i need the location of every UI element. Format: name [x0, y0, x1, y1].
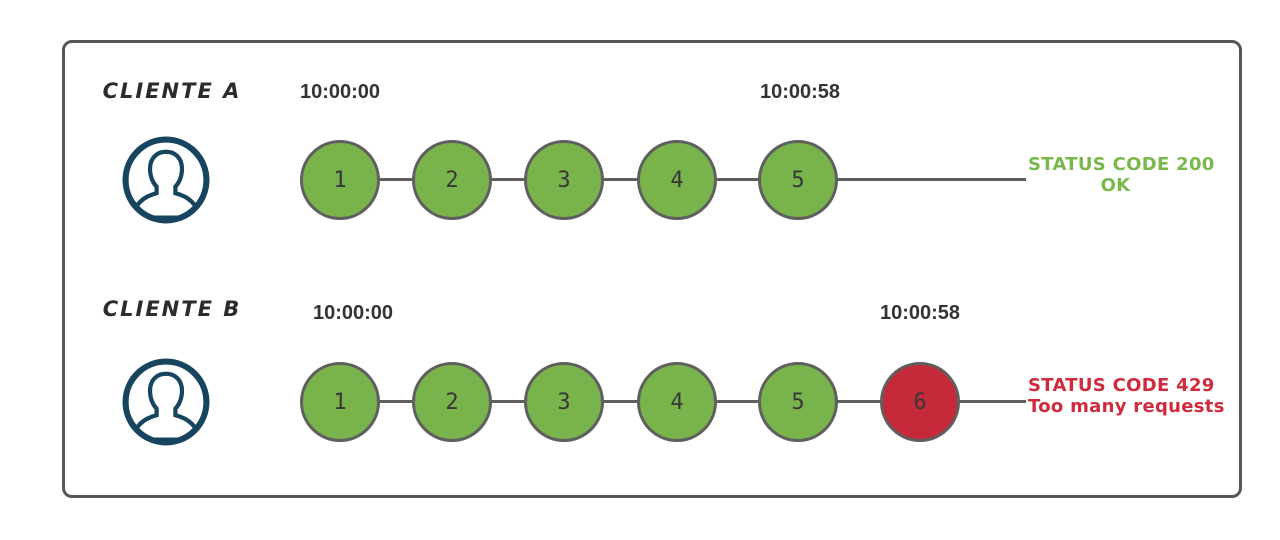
request-circle-3: 3 — [524, 362, 604, 442]
status-a: STATUS CODE 200 OK — [1028, 154, 1215, 196]
status-b-detail: Too many requests — [1028, 396, 1225, 417]
request-circle-2: 2 — [412, 140, 492, 220]
user-icon — [119, 133, 213, 227]
request-circle-6: 6 — [880, 362, 960, 442]
status-b: STATUS CODE 429 Too many requests — [1028, 375, 1225, 417]
user-icon — [119, 355, 213, 449]
request-circle-3: 3 — [524, 140, 604, 220]
request-circle-4: 4 — [637, 362, 717, 442]
timeline-a-end-time: 10:00:58 — [759, 81, 841, 103]
request-circle-1: 1 — [300, 362, 380, 442]
status-a-detail: OK — [1100, 175, 1131, 196]
request-circle-4: 4 — [637, 140, 717, 220]
timeline-b-start-time: 10:00:00 — [312, 302, 394, 324]
client-b-label: CLIENTE B — [102, 297, 242, 321]
request-circle-5: 5 — [758, 140, 838, 220]
status-a-code: STATUS CODE 200 — [1028, 154, 1215, 175]
client-a-label: CLIENTE A — [102, 79, 242, 103]
timeline-b-end-time: 10:00:58 — [879, 302, 961, 324]
request-circle-1: 1 — [300, 140, 380, 220]
request-circle-5: 5 — [758, 362, 838, 442]
request-circle-2: 2 — [412, 362, 492, 442]
status-b-code: STATUS CODE 429 — [1028, 375, 1215, 396]
timeline-a-start-time: 10:00:00 — [299, 81, 381, 103]
